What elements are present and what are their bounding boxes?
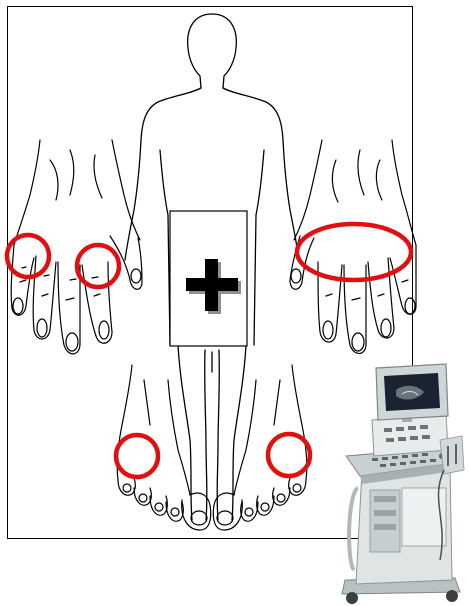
- genital-cover: [170, 211, 247, 346]
- wheel: [346, 592, 358, 604]
